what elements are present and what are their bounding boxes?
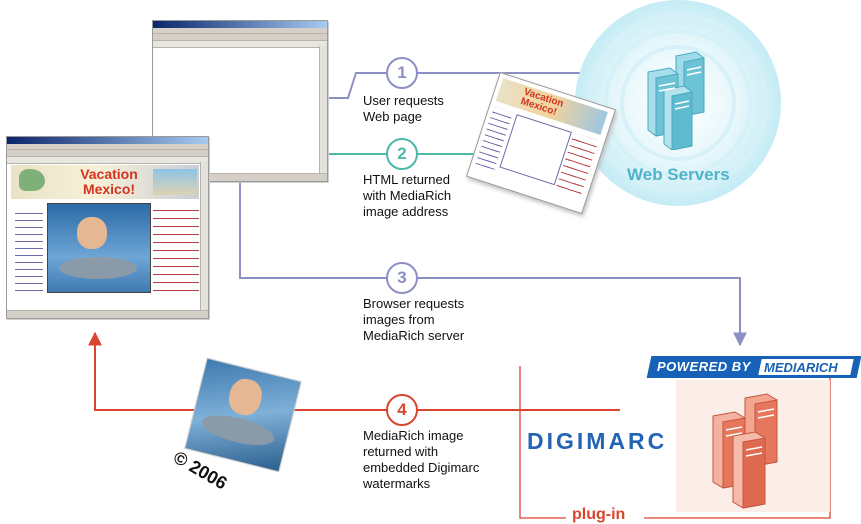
browser-window-vacation: Vacation Mexico! (6, 136, 209, 319)
step-3-circle: 3 (386, 262, 418, 294)
step-1-circle: 1 (386, 57, 418, 89)
step-2-circle: 2 (386, 138, 418, 170)
mockup-title: Vacation Mexico! (80, 166, 138, 197)
browser-window-blank (152, 20, 328, 182)
dolphin-photo (47, 203, 151, 293)
plugin-label: plug-in (568, 506, 630, 524)
digimarc-logo: DIGIMARC (527, 428, 668, 454)
web-server-icon (647, 51, 705, 150)
powered-by-label: Powered By (657, 359, 751, 374)
mediarich-brand: MediaRich (764, 360, 838, 375)
web-servers-label: Web Servers (627, 165, 730, 184)
step-4-circle: 4 (386, 394, 418, 426)
arrow-step-3 (239, 182, 747, 347)
arrow-step-4 (88, 331, 620, 411)
mediarich-box (519, 366, 831, 519)
mediarich-server-icon (712, 393, 778, 509)
